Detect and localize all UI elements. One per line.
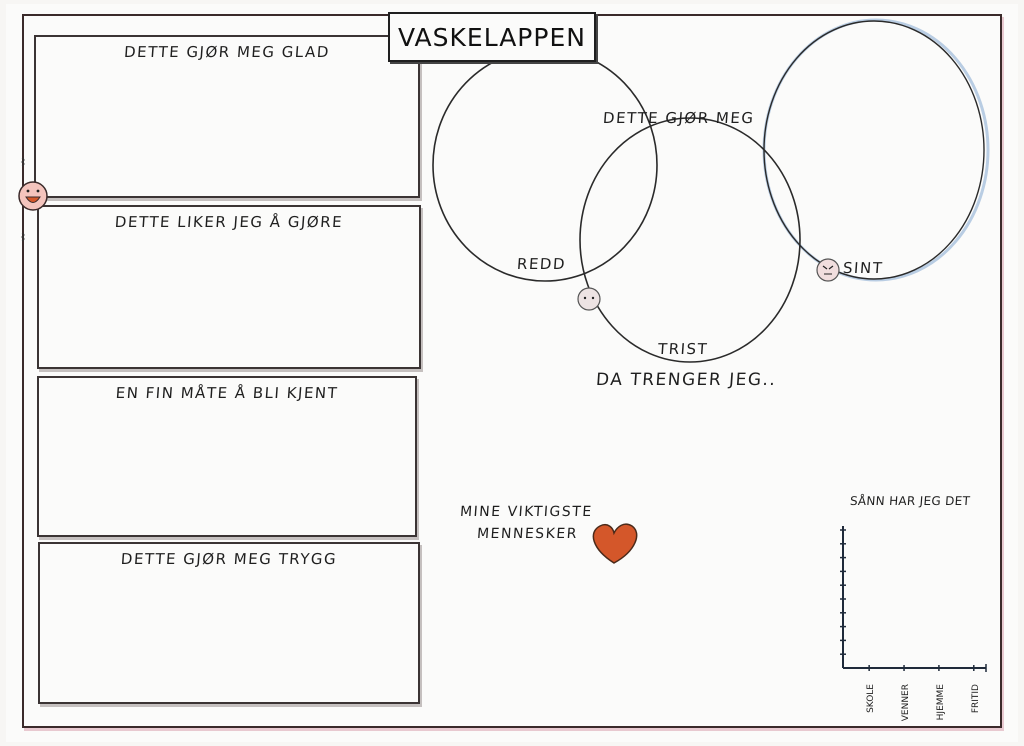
x-tick-label: FRITID <box>971 684 981 713</box>
circle-redd <box>432 48 658 282</box>
page-title: VASKELAPPEN <box>388 12 596 62</box>
emotion-center-label: DETTE GJØR MEG <box>602 109 756 127</box>
sint-face-icon <box>816 258 840 282</box>
circle-trist <box>579 117 801 363</box>
people-label-line1: MINE VIKTIGSTE <box>459 504 594 520</box>
box-trygg[interactable]: DETTE GJØR MEG TRYGG <box>38 542 420 704</box>
people-label-line2: MENNESKER <box>476 526 579 542</box>
circle-sint <box>762 18 990 282</box>
box-kjent[interactable]: EN FIN MÅTE Å BLI KJENT <box>37 376 417 537</box>
box-glad[interactable]: DETTE GJØR MEG GLAD <box>34 35 420 198</box>
x-tick-label: HJEMME <box>936 684 946 721</box>
chart-title: SÅNN HAR JEG DET <box>849 494 971 508</box>
x-tick-label: SKOLE <box>866 684 876 713</box>
emotion-trist-label: TRIST <box>657 340 709 358</box>
glad-face-icon <box>18 157 48 242</box>
needs-label: DA TRENGER JEG.. <box>595 370 778 390</box>
y-ticks <box>840 529 846 655</box>
worksheet-sheet <box>6 4 1018 742</box>
x-ticks <box>868 664 987 672</box>
x-tick-labels: SKOLE VENNER HJEMME FRITID <box>866 684 981 722</box>
box-liker[interactable]: DETTE LIKER JEG Å GJØRE <box>37 205 421 369</box>
heart-icon <box>592 523 638 564</box>
emotion-sint-label: SINT <box>842 259 884 277</box>
x-tick-label: VENNER <box>901 684 911 721</box>
trist-face-icon <box>577 287 601 311</box>
rating-chart: SKOLE VENNER HJEMME FRITID <box>840 526 987 722</box>
emotion-redd-label: REDD <box>516 255 567 273</box>
